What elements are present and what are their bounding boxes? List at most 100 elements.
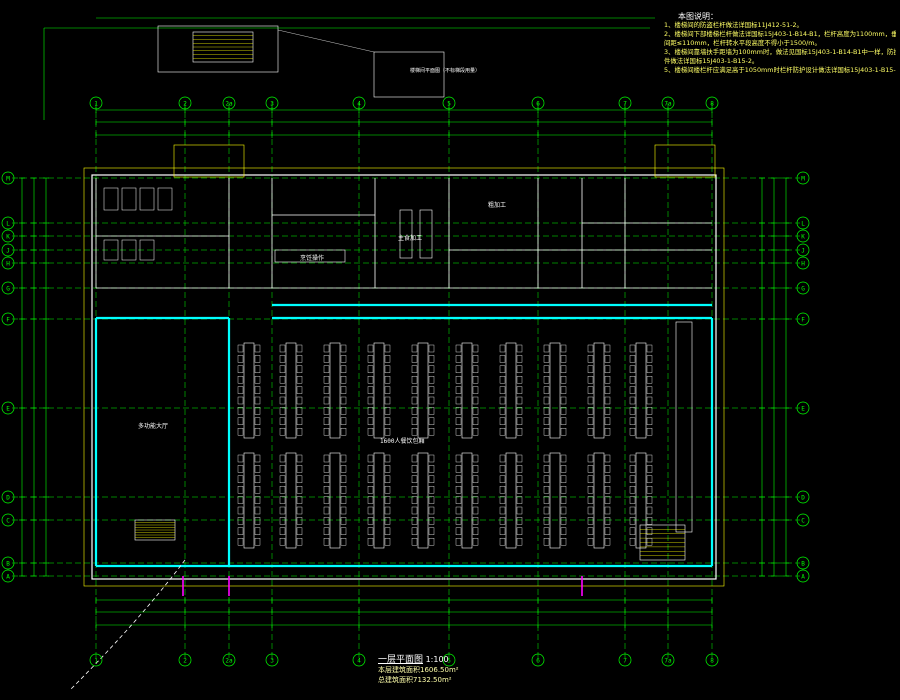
chair — [254, 496, 261, 504]
site-boundary — [69, 559, 186, 691]
chair — [516, 506, 523, 515]
chair — [254, 475, 261, 483]
chair — [411, 428, 418, 436]
chair — [472, 527, 479, 535]
stair-detail-frame — [373, 51, 445, 98]
chair — [323, 496, 330, 504]
grid-bubble — [796, 243, 810, 257]
chair — [455, 486, 462, 494]
chair — [340, 428, 347, 436]
chair — [254, 365, 261, 373]
dining-table — [329, 452, 341, 549]
grid-bubble — [265, 653, 279, 667]
grid-axis-lines — [12, 103, 800, 660]
chair — [279, 386, 286, 394]
chair — [543, 386, 550, 394]
chair — [499, 396, 506, 405]
chair — [384, 454, 391, 463]
grid-bubble — [1, 281, 15, 295]
chair — [455, 496, 462, 504]
grid-bubble-label: G — [6, 286, 10, 293]
chair — [604, 486, 611, 494]
chair — [629, 454, 636, 463]
grid-bubble — [796, 256, 810, 270]
chair — [604, 365, 611, 373]
chair — [646, 417, 653, 425]
chair — [560, 396, 567, 405]
chair — [428, 454, 435, 463]
chair — [516, 454, 523, 463]
chair — [587, 376, 594, 384]
chair — [411, 527, 418, 535]
chair — [411, 386, 418, 394]
chair — [543, 407, 550, 415]
chair — [604, 417, 611, 425]
chair — [296, 475, 303, 483]
chair — [411, 496, 418, 504]
chair — [340, 365, 347, 373]
chair — [587, 396, 594, 405]
grid-bubble-label: 4 — [357, 658, 361, 665]
grid-bubble-label: C — [6, 518, 10, 525]
chair — [646, 386, 653, 394]
chair — [455, 506, 462, 515]
toilet-stall — [121, 187, 137, 211]
chair — [296, 496, 303, 504]
chair — [587, 496, 594, 504]
chair — [455, 517, 462, 525]
dining-table — [593, 452, 605, 549]
grid-bubble-label: K — [6, 234, 10, 241]
chair — [254, 527, 261, 535]
grid-bubble-label: M — [801, 176, 805, 183]
chair — [587, 386, 594, 394]
chair — [543, 496, 550, 504]
chair — [428, 396, 435, 405]
chair — [646, 496, 653, 504]
chair — [279, 454, 286, 463]
chair — [646, 376, 653, 384]
dining-table — [243, 452, 255, 549]
chair — [499, 454, 506, 463]
chair — [340, 506, 347, 515]
chair — [516, 538, 523, 546]
grid-bubble — [442, 653, 456, 667]
chair — [587, 355, 594, 363]
dining-table — [505, 342, 517, 439]
chair — [367, 454, 374, 463]
chair — [323, 344, 330, 353]
chair — [543, 428, 550, 436]
chair — [629, 344, 636, 353]
chair — [384, 344, 391, 353]
chair — [587, 506, 594, 515]
chair — [587, 417, 594, 425]
chair — [279, 365, 286, 373]
chair — [629, 538, 636, 546]
chair — [384, 428, 391, 436]
chair — [455, 417, 462, 425]
chair — [428, 538, 435, 546]
chair — [587, 538, 594, 546]
chair — [411, 396, 418, 405]
chair — [604, 376, 611, 384]
chair — [543, 365, 550, 373]
note-line: 件做法详国标15J403-1-B15-2。 — [664, 57, 759, 65]
chair — [384, 475, 391, 483]
chair — [296, 417, 303, 425]
chair — [340, 538, 347, 546]
chair — [499, 376, 506, 384]
chair — [472, 454, 479, 463]
chair — [340, 417, 347, 425]
dining-table — [243, 342, 255, 439]
chair — [543, 355, 550, 363]
chair — [340, 396, 347, 405]
dining-table — [461, 452, 473, 549]
chair — [629, 386, 636, 394]
grid-bubble-label: J — [6, 248, 10, 255]
grid-bubble — [1, 556, 15, 570]
chair — [629, 417, 636, 425]
dining-table — [635, 342, 647, 439]
grid-bubble-label: J — [801, 248, 805, 255]
chair — [472, 355, 479, 363]
chair — [384, 496, 391, 504]
chair — [455, 428, 462, 436]
